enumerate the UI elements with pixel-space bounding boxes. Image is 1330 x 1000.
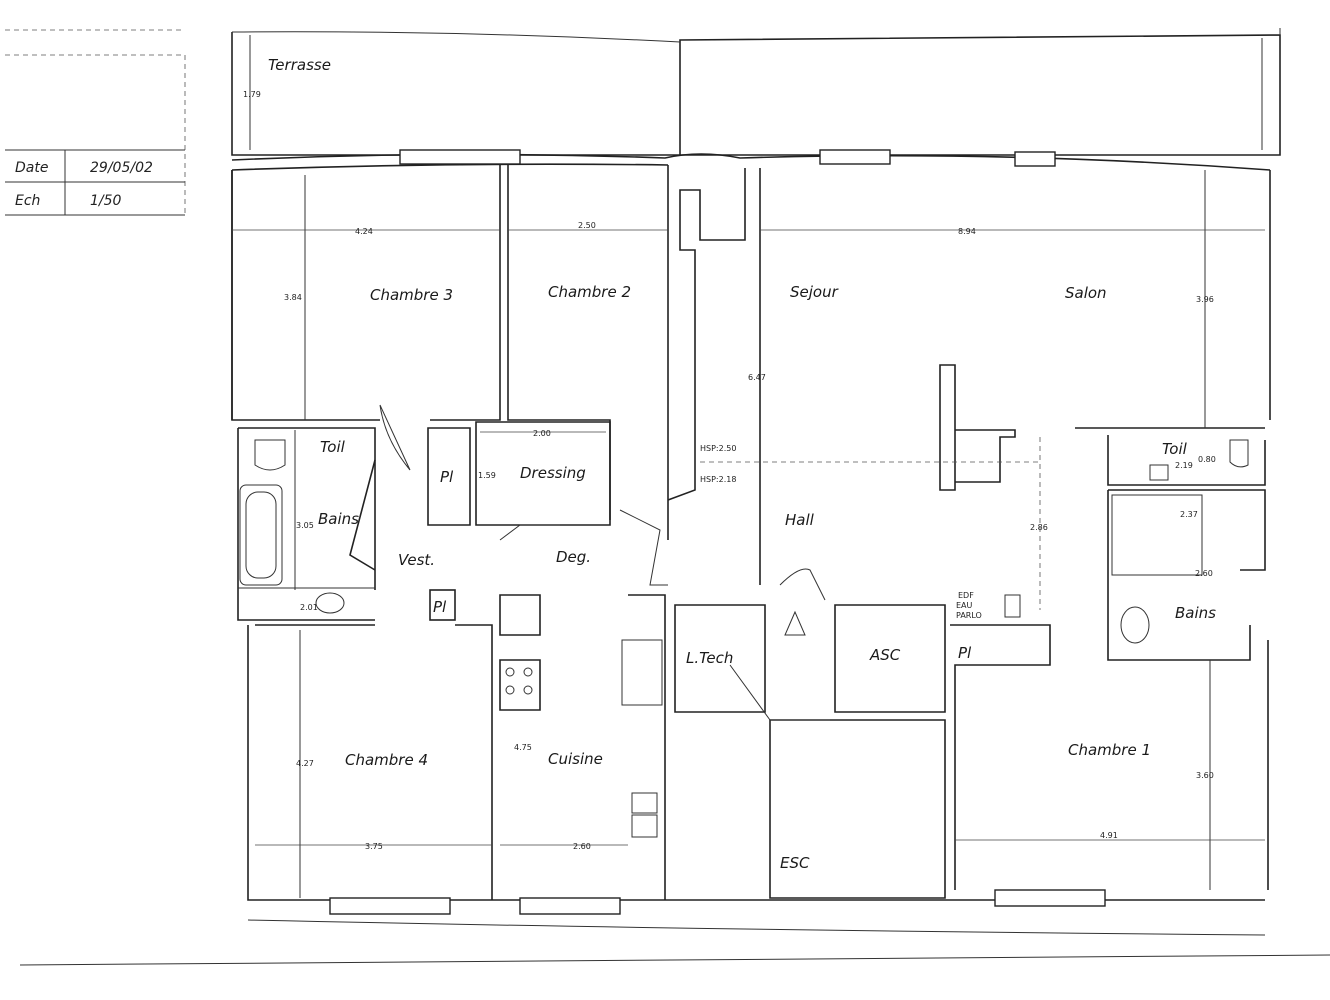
room-label-bains-right: Bains xyxy=(1175,604,1216,622)
utility-meters: EDF EAU PARLO xyxy=(956,591,1021,620)
dim-cuisine-w: 2.60 xyxy=(573,842,591,851)
room-label-salon: Salon xyxy=(1065,284,1107,302)
dim-bains-h: 3.05 xyxy=(296,521,314,530)
dim-bains-r-h: 2.60 xyxy=(1195,569,1213,578)
note-edf: EDF xyxy=(958,591,974,600)
room-label-terrasse: Terrasse xyxy=(268,56,331,74)
dim-ch1-h: 3.60 xyxy=(1196,771,1214,780)
room-label-chambre-3: Chambre 3 xyxy=(370,286,453,304)
room-label-dressing: Dressing xyxy=(520,464,586,482)
dim-toil-h: 0.80 xyxy=(1198,455,1216,464)
room-label-chambre-1: Chambre 1 xyxy=(1068,741,1151,759)
room-label-esc: ESC xyxy=(780,854,810,872)
room-sejour-salon: 8.94 3.96 6.47 Sejour Salon HSP:2.50 HSP… xyxy=(667,168,1265,610)
dim-hall-h: 2.86 xyxy=(1030,523,1048,532)
note-hsp-1: HSP:2.50 xyxy=(700,444,736,453)
room-chambre-1: 4.91 3.60 Pl Chambre 1 xyxy=(950,624,1265,890)
room-placard-dressing: 2.00 1.59 Pl Dressing xyxy=(427,421,611,526)
scan-edge xyxy=(19,954,1330,966)
dim-salon-h: 3.96 xyxy=(1196,295,1214,304)
dim-bains-r-w: 2.37 xyxy=(1180,510,1198,519)
room-chambre-4: 4.27 3.75 Chambre 4 xyxy=(255,624,493,900)
room-label-ltech: L.Tech xyxy=(686,649,733,667)
scale-label: Ech xyxy=(15,193,40,209)
title-block: Date 29/05/02 Ech 1/50 xyxy=(5,29,186,216)
date-label: Date xyxy=(15,160,48,176)
room-label-toil-left: Toil xyxy=(320,438,346,456)
room-label-chambre-2: Chambre 2 xyxy=(548,283,631,301)
outer-walls xyxy=(231,149,1271,936)
room-cuisine: 4.75 2.60 Cuisine xyxy=(499,594,666,900)
note-eau: EAU xyxy=(956,601,973,610)
room-label-sejour: Sejour xyxy=(790,283,839,301)
room-label-toil-right: Toil xyxy=(1162,440,1188,458)
room-label-vest: Vest. xyxy=(398,551,435,569)
room-chambre-3: 4.24 3.84 Chambre 3 xyxy=(231,165,501,421)
note-hsp-2: HSP:2.18 xyxy=(700,475,736,484)
dim-terrasse-h: 1.79 xyxy=(243,90,261,99)
room-technical-stair-lift: L.Tech ASC ESC xyxy=(674,604,946,899)
dim-ch3-h: 3.84 xyxy=(284,293,302,302)
terrace: Terrasse 1.79 xyxy=(231,28,1281,156)
dim-ch2-w: 2.50 xyxy=(578,221,596,230)
room-label-deg: Deg. xyxy=(556,548,591,566)
note-parlo: PARLO xyxy=(956,611,982,620)
room-label-placard-3: Pl xyxy=(958,644,972,662)
dim-toil-w: 2.19 xyxy=(1175,461,1193,470)
date-value: 29/05/02 xyxy=(90,160,153,176)
dim-cuisine-h: 4.75 xyxy=(514,743,532,752)
room-label-hall: Hall xyxy=(785,511,815,529)
dim-ch4-w: 3.75 xyxy=(365,842,383,851)
dim-ch4-h: 4.27 xyxy=(296,759,314,768)
dim-dressing-h: 1.59 xyxy=(478,471,496,480)
room-hall: Hall 2.86 xyxy=(779,511,1048,601)
dim-ch3-w: 4.24 xyxy=(355,227,373,236)
room-vestibule-degagement: Vest. Deg. Pl xyxy=(349,404,668,621)
dim-sejour-w: 8.94 xyxy=(958,227,976,236)
room-label-bains-left: Bains xyxy=(318,510,359,528)
room-label-placard-2: Pl xyxy=(433,598,447,616)
room-label-cuisine: Cuisine xyxy=(548,750,603,768)
room-label-asc: ASC xyxy=(869,646,901,664)
room-toilet-bath-left: Toil Bains 3.05 2.01 xyxy=(237,427,376,621)
room-chambre-2: 2.50 Chambre 2 xyxy=(507,165,669,540)
dim-dressing-w: 2.00 xyxy=(533,429,551,438)
dim-bains-w: 2.01 xyxy=(300,603,318,612)
room-toilet-bath-right: Toil 2.19 0.80 2.37 2.60 Bains xyxy=(1107,435,1266,661)
scale-value: 1/50 xyxy=(90,193,122,209)
room-label-placard-1: Pl xyxy=(440,468,454,486)
dim-ch1-w: 4.91 xyxy=(1100,831,1118,840)
room-label-chambre-4: Chambre 4 xyxy=(345,751,428,769)
dim-sejour-h: 6.47 xyxy=(748,373,766,382)
